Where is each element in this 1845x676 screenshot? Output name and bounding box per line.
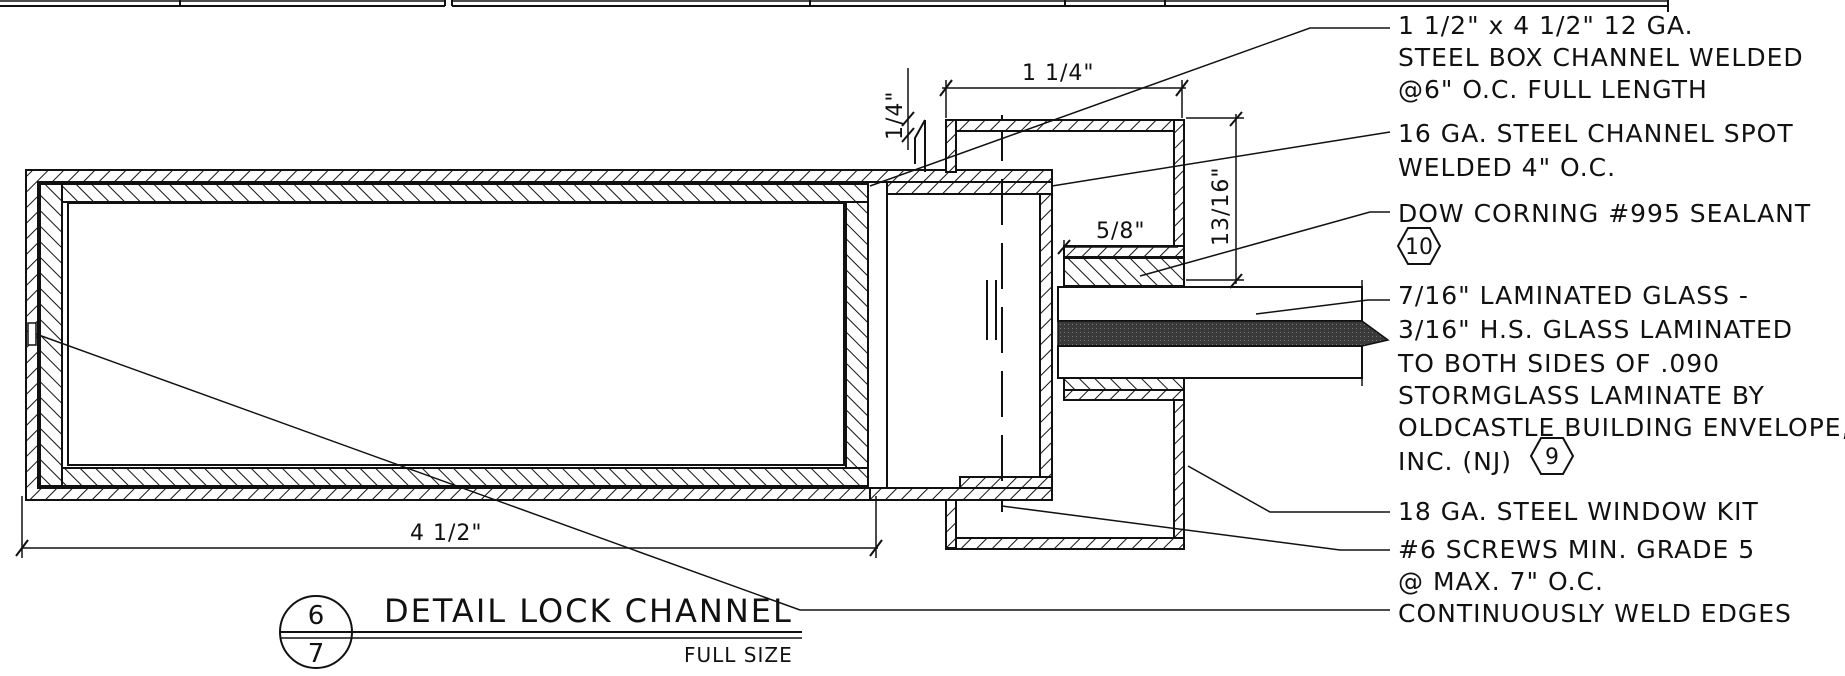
glass-tag-number: 9 bbox=[1545, 445, 1559, 470]
steel-box-channel bbox=[25, 169, 1053, 501]
title-block-border bbox=[0, 0, 1669, 12]
steel-channel-16ga bbox=[886, 115, 1053, 512]
note-line: 7/16" LAMINATED GLASS - bbox=[1398, 281, 1749, 310]
note-line: INC. (NJ) bbox=[1398, 447, 1512, 476]
detail-title: DETAIL LOCK CHANNEL bbox=[384, 592, 793, 630]
note-line: @ MAX. 7" O.C. bbox=[1398, 567, 1604, 596]
note-line: #6 SCREWS MIN. GRADE 5 bbox=[1398, 535, 1755, 564]
notes-list: 1 1/2" x 4 1/2" 12 GA. STEEL BOX CHANNEL… bbox=[1397, 11, 1845, 628]
note-line: STEEL BOX CHANNEL WELDED bbox=[1398, 43, 1804, 72]
note-line: WELDED 4" O.C. bbox=[1398, 153, 1616, 182]
detail-scale: FULL SIZE bbox=[684, 643, 793, 667]
note-line: DOW CORNING #995 SEALANT bbox=[1398, 199, 1811, 228]
glass-tag-hexagon: 9 bbox=[1529, 437, 1575, 475]
laminated-glass bbox=[1057, 280, 1390, 386]
dim-4-1-2: 4 1/2" bbox=[410, 521, 483, 546]
detail-title-bubble: 6 7 bbox=[279, 595, 802, 669]
note-line: 16 GA. STEEL CHANNEL SPOT bbox=[1398, 119, 1794, 148]
note-line: OLDCASTLE BUILDING ENVELOPE, bbox=[1398, 413, 1845, 442]
note-line: 1 1/2" x 4 1/2" 12 GA. bbox=[1398, 11, 1694, 40]
note-line: 18 GA. STEEL WINDOW KIT bbox=[1398, 497, 1759, 526]
note-line: CONTINUOUSLY WELD EDGES bbox=[1398, 599, 1792, 628]
note-line: @6" O.C. FULL LENGTH bbox=[1398, 75, 1708, 104]
sealant-tag-hexagon: 10 bbox=[1396, 227, 1442, 265]
sheet-number: 6 bbox=[308, 601, 325, 631]
sealant-tag-number: 10 bbox=[1405, 235, 1433, 260]
steel-window-kit bbox=[914, 119, 1185, 550]
dim-13-16: 13/16" bbox=[1209, 166, 1234, 246]
note-line: STORMGLASS LAMINATE BY bbox=[1398, 381, 1765, 410]
dim-1-4: 1/4" bbox=[883, 90, 908, 140]
dim-5-8: 5/8" bbox=[1096, 219, 1146, 244]
leader-lines bbox=[35, 27, 1391, 611]
note-line: TO BOTH SIDES OF .090 bbox=[1397, 349, 1720, 378]
dim-1-1-4: 1 1/4" bbox=[1022, 61, 1095, 86]
sheet-total: 7 bbox=[308, 639, 325, 669]
note-line: 3/16" H.S. GLASS LAMINATED bbox=[1398, 315, 1793, 344]
dimension-lines bbox=[15, 68, 1244, 558]
